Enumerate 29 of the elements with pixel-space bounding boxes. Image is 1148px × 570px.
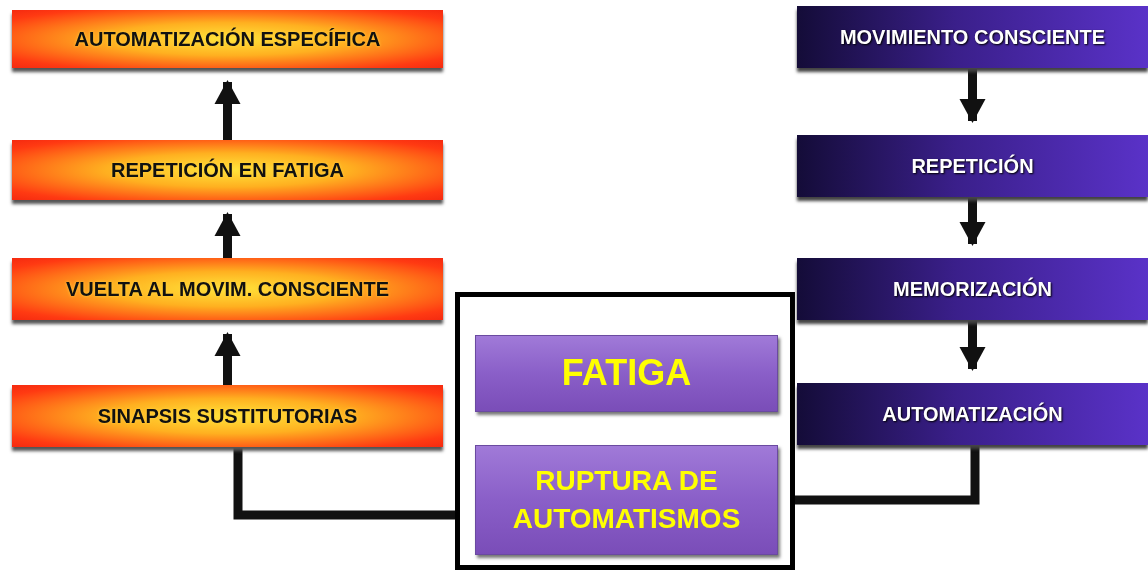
arrow	[214, 332, 241, 385]
process-box	[797, 258, 1148, 320]
arrow	[959, 197, 986, 246]
box-label: RUPTURA DE AUTOMATISMOS	[511, 464, 742, 536]
arrow	[214, 80, 241, 140]
box-label: SINAPSIS SUSTITUTORIAS	[97, 404, 358, 428]
connector-line	[795, 445, 980, 505]
frame-box	[455, 292, 795, 570]
box-label: VUELTA AL MOVIM. CONSCIENTE	[66, 277, 389, 301]
process-box	[797, 6, 1148, 68]
arrow	[959, 320, 986, 371]
process-box	[12, 140, 443, 200]
arrow	[959, 68, 986, 123]
process-box	[475, 445, 778, 555]
process-box	[12, 258, 443, 320]
box-label: MEMORIZACIÓN	[893, 277, 1052, 301]
box-label: AUTOMATIZACIÓN ESPECÍFICA	[74, 27, 381, 51]
box-label: REPETICIÓN EN FATIGA	[111, 158, 344, 182]
process-box	[12, 10, 443, 68]
box-label: FATIGA	[561, 351, 692, 396]
arrow	[214, 212, 241, 258]
box-label: AUTOMATIZACIÓN	[882, 402, 1063, 426]
connector-line	[233, 447, 455, 520]
process-box	[475, 335, 778, 412]
box-label: REPETICIÓN	[911, 154, 1034, 178]
process-box	[797, 135, 1148, 197]
box-label: MOVIMIENTO CONSCIENTE	[839, 25, 1106, 49]
process-box	[12, 385, 443, 447]
process-box	[797, 383, 1148, 445]
